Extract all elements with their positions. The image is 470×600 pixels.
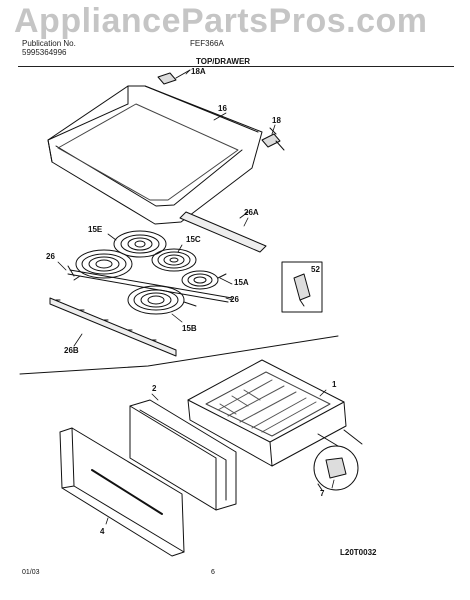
burner-part-15B	[127, 285, 197, 315]
inset-part-52	[281, 261, 323, 313]
section-divider-line	[19, 335, 339, 375]
rear-bracket-part-26A	[179, 211, 267, 253]
drawer-front-part-4	[59, 427, 185, 557]
cooktop-part-16	[47, 85, 263, 225]
callout-15A: 15A	[234, 278, 249, 287]
callout-15E: 15E	[88, 225, 103, 234]
header-rule	[18, 66, 454, 67]
callout-26-right: 26	[230, 295, 239, 304]
burner-bracket-part-26	[67, 265, 233, 303]
burner-part-15A	[181, 270, 227, 290]
callout-18A: 18A	[191, 67, 206, 76]
callout-52: 52	[311, 265, 320, 274]
leader-lines	[57, 69, 335, 525]
callout-18: 18	[272, 116, 281, 125]
model-number: FEF366A	[190, 39, 224, 48]
front-bracket-part-26B	[49, 297, 177, 357]
callout-7: 7	[320, 489, 325, 498]
callout-26A: 26A	[244, 208, 259, 217]
callout-26B: 26B	[64, 346, 79, 355]
callout-16: 16	[218, 104, 227, 113]
footer-date: 01/03	[22, 569, 40, 576]
callout-15C: 15C	[186, 235, 201, 244]
burner-part-15E	[73, 230, 167, 281]
section-title: TOP/DRAWER	[196, 57, 251, 66]
inset-part-7	[313, 429, 363, 491]
callout-2: 2	[152, 384, 157, 393]
watermark: AppliancePartsPros.com	[14, 2, 428, 40]
callout-4: 4	[100, 527, 105, 536]
publication-number: 5995364996	[22, 48, 67, 57]
drawer-liner-part-2	[129, 399, 237, 511]
clip-part-18A	[157, 69, 191, 85]
burner-part-15C	[151, 248, 197, 272]
drawing-code: L20T0032	[340, 548, 377, 557]
callout-1: 1	[332, 380, 337, 389]
drawer-part-1	[187, 359, 347, 467]
clip-part-18	[261, 127, 285, 151]
callout-26-left: 26	[46, 252, 55, 261]
callout-15B: 15B	[182, 324, 197, 333]
publication-label: Publication No.	[22, 39, 76, 48]
page-number: 6	[211, 569, 215, 576]
